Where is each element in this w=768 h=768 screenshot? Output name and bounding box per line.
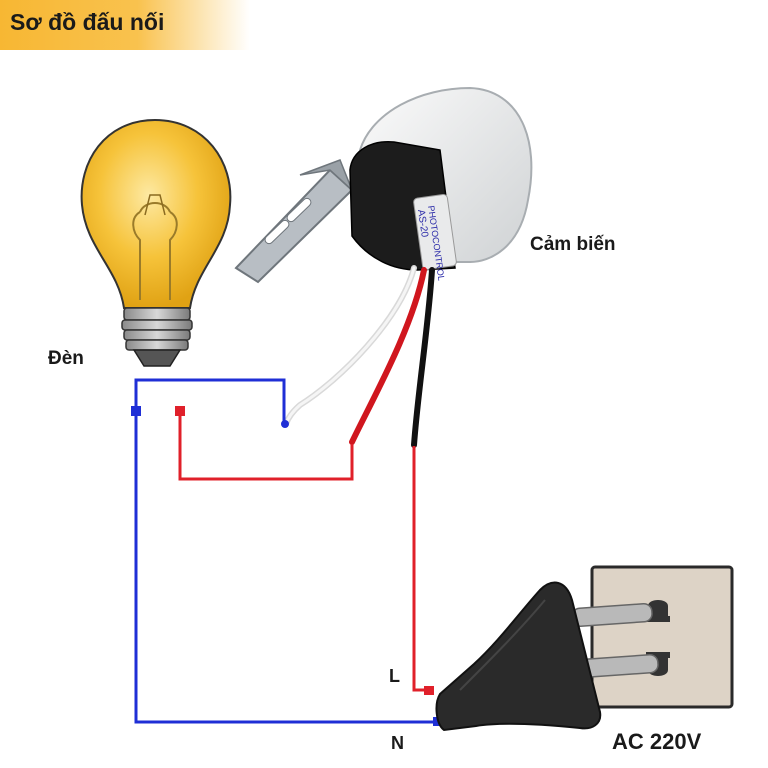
live-wire-sensor-to-lamp bbox=[178, 412, 354, 481]
lamp-terminal-live bbox=[175, 406, 185, 416]
live-label: L bbox=[389, 666, 400, 686]
lamp-terminal-neutral bbox=[131, 406, 141, 416]
page-title: Sơ đồ đấu nối bbox=[10, 9, 165, 35]
neutral-wire-lamp-to-sensor bbox=[134, 378, 286, 424]
power-plug-icon bbox=[435, 581, 659, 732]
sensor-print-line2: AS-20 bbox=[415, 209, 430, 238]
sensor-wire-red bbox=[349, 267, 427, 445]
plug-terminal-live bbox=[424, 686, 434, 695]
live-wire-sensor-to-plug bbox=[412, 446, 426, 692]
supply-label: AC 220V bbox=[612, 729, 702, 754]
neutral-label: N bbox=[391, 733, 404, 753]
lamp-label: Đèn bbox=[48, 348, 84, 369]
photo-sensor-icon: PHOTOCONTROL AS-20 bbox=[349, 86, 533, 281]
wall-outlet-icon bbox=[590, 565, 734, 709]
neutral-wire-lamp-to-plug bbox=[134, 412, 436, 724]
sensor-terminal-white bbox=[281, 420, 289, 428]
lamp-bulb-icon bbox=[80, 118, 232, 367]
sensor-label: Cảm biến bbox=[530, 234, 616, 255]
title-banner: Sơ đồ đấu nối bbox=[0, 0, 250, 50]
sensor-bracket bbox=[234, 159, 354, 284]
sensor-wire-black bbox=[411, 267, 435, 448]
